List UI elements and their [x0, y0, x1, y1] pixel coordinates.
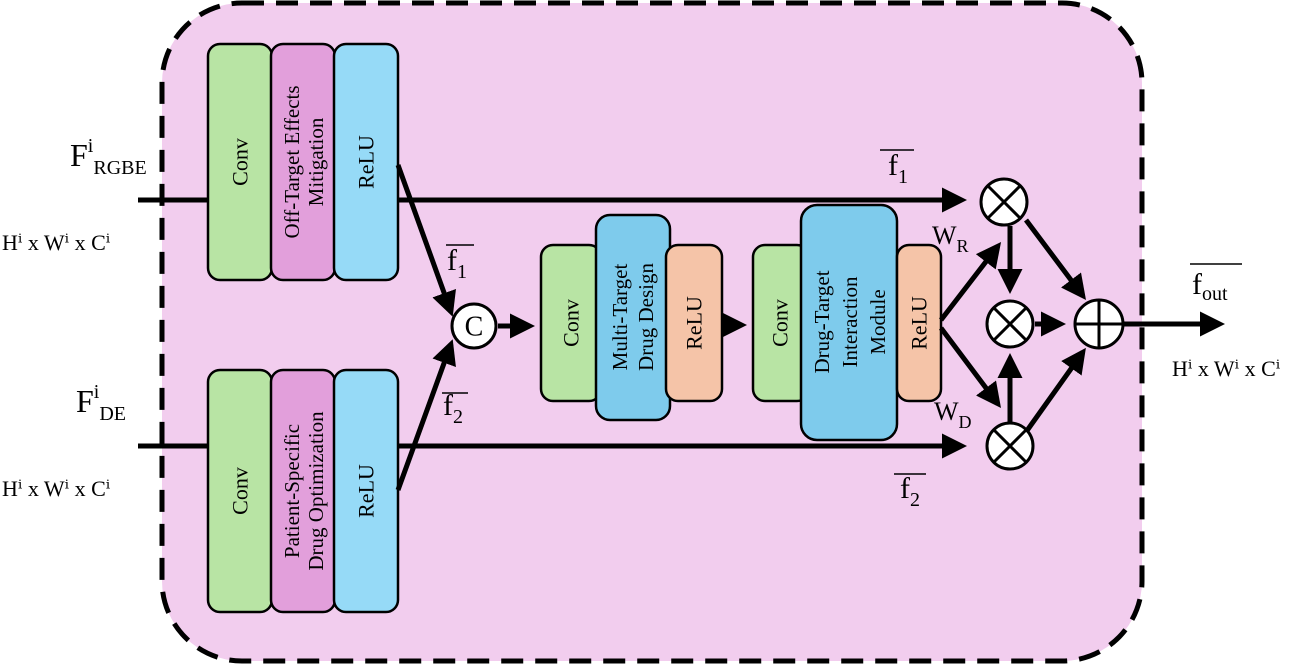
multiply-node-top — [979, 177, 1029, 227]
weight-wd-label: WD — [934, 397, 972, 432]
output-dims: Hⁱ x Wⁱ x Cⁱ — [1172, 356, 1281, 381]
input-bottom-labels: FiDE Hⁱ x Wⁱ x Cⁱ — [2, 381, 126, 501]
mid2-relu-label: ReLU — [907, 296, 932, 350]
weight-labels: WR WD — [932, 221, 972, 432]
mid2-relu-block — [895, 243, 943, 403]
input-bottom-dims: Hⁱ x Wⁱ x Cⁱ — [2, 476, 111, 501]
top-module-label-line2: Mitigation — [304, 117, 328, 206]
mid1-relu-label: ReLU — [682, 296, 707, 350]
top-relu-label: ReLU — [354, 135, 379, 189]
input-bottom-name: FiDE — [76, 381, 126, 425]
mid2-conv-label: Conv — [768, 299, 793, 347]
relu-to-wr-arrow — [939, 242, 1002, 322]
bottom-relu-label: ReLU — [354, 464, 379, 518]
multiply-mid-cross-b — [992, 306, 1028, 342]
f2-concat-label: f2 — [443, 389, 463, 428]
mid-module-1: Conv Multi-Target Drug Design ReLU — [539, 213, 724, 422]
mid-module-2: Conv Drug-Target Interaction Module ReLU — [751, 203, 943, 442]
mid2-module-label-line1: Drug-Target — [810, 270, 834, 373]
fout-label: fout — [1192, 268, 1228, 305]
mid1-module-label-line1: Multi-Target — [608, 264, 632, 371]
multiply-node-mid — [985, 299, 1035, 349]
multiply-node-bottom — [985, 421, 1035, 471]
f1-concat-label: f1 — [447, 244, 467, 283]
multiply-bottom-cross-b — [992, 428, 1028, 464]
concat-circle — [450, 302, 498, 350]
f1-skip-label: f1 — [888, 149, 908, 188]
concat-node: C — [450, 302, 498, 350]
multiply-top-cross-b — [986, 184, 1022, 220]
f2-skip-label: f2 — [900, 472, 920, 511]
mid1-module-label-line2: Drug Design — [634, 263, 658, 371]
input-top-name: FiRGBE — [70, 135, 147, 179]
mid2-module-label-line3: Module — [866, 289, 890, 354]
top-module-label-line1: Off-Target Effects — [280, 85, 304, 238]
bottom-branch: Conv Patient-Specific Drug Optimization … — [206, 368, 400, 614]
feature-labels: f1 f2 f1 f2 fout — [442, 149, 1242, 511]
weight-wr-label: WR — [932, 221, 969, 256]
bottom-module-label-line2: Drug Optimization — [304, 411, 328, 571]
f1-to-concat-arrow — [395, 164, 456, 317]
connectors — [138, 164, 1225, 491]
top-conv-label: Conv — [228, 138, 253, 186]
bottom-conv-label: Conv — [228, 467, 253, 515]
input-top-dims: Hⁱ x Wⁱ x Cⁱ — [2, 230, 111, 255]
mul-top-to-add-arrow — [1024, 218, 1086, 300]
mid2-module-label-line2: Interaction — [838, 276, 862, 367]
f2-to-concat-arrow — [395, 339, 456, 491]
top-relu-block — [332, 42, 400, 282]
concat-label: C — [465, 312, 484, 343]
mul-bottom-to-add-arrow — [1023, 347, 1086, 434]
input-top-labels: FiRGBE Hⁱ x Wⁱ x Cⁱ — [2, 135, 147, 255]
bottom-module-label-line1: Patient-Specific — [280, 424, 304, 558]
mid1-conv-label: Conv — [559, 299, 584, 347]
relu-to-wd-arrow — [939, 326, 1001, 408]
top-branch: Conv Off-Target Effects Mitigation ReLU — [206, 42, 400, 282]
bottom-relu-block — [332, 368, 400, 614]
add-node — [1073, 298, 1125, 350]
